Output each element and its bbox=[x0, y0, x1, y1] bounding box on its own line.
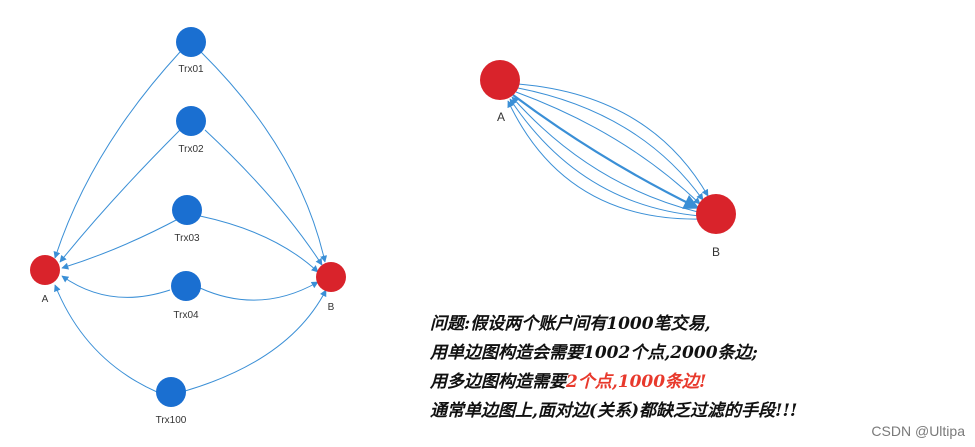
edge-trx03-to-a bbox=[61, 217, 181, 270]
right-account-a-node[interactable] bbox=[480, 60, 520, 100]
left-account-a-label: A bbox=[42, 294, 49, 305]
multi-edge-7 bbox=[507, 100, 703, 220]
edge-trx02-to-a bbox=[59, 129, 181, 263]
trx100-label: Trx100 bbox=[156, 415, 187, 426]
multi-edge-4 bbox=[512, 94, 700, 209]
edge-trx03-to-b bbox=[199, 215, 319, 273]
caption-line-3: 用多边图构造需要2个点,1000条边! bbox=[430, 367, 707, 392]
left-graph-edges bbox=[53, 51, 328, 393]
caption-line-3-highlight: 2个点,1000条边! bbox=[566, 372, 707, 392]
trx04-label: Trx04 bbox=[173, 310, 199, 321]
multi-edge-1 bbox=[517, 83, 709, 197]
trx100-node[interactable] bbox=[156, 377, 186, 407]
right-account-a-label: A bbox=[497, 110, 505, 124]
edge-trx100-to-b bbox=[184, 289, 327, 392]
edge-trx02-to-b bbox=[204, 129, 323, 266]
caption-line-4: 通常单边图上,面对边(关系)都缺乏过滤的手段!!! bbox=[430, 401, 798, 421]
trx02-node[interactable] bbox=[176, 106, 206, 136]
trx01-label: Trx01 bbox=[178, 64, 204, 75]
caption-line-1: 问题:假设两个账户间有1000笔交易, bbox=[430, 314, 711, 334]
caption-line-2: 用单边图构造会需要1002个点,2000条边; bbox=[430, 343, 758, 363]
trx04-node[interactable] bbox=[171, 271, 201, 301]
multi-edge-3 bbox=[515, 91, 701, 205]
edge-trx04-to-a bbox=[61, 275, 171, 298]
left-account-b-node[interactable] bbox=[316, 262, 346, 292]
trx03-label: Trx03 bbox=[174, 233, 200, 244]
multi-edge-2 bbox=[517, 87, 704, 201]
left-account-a-node[interactable] bbox=[30, 255, 60, 285]
left-account-b-label: B bbox=[328, 302, 335, 313]
multi-edge-6 bbox=[509, 98, 701, 217]
left-graph-nodes: Trx01 Trx02 Trx03 Trx04 Trx100 A B bbox=[30, 27, 346, 426]
trx01-node[interactable] bbox=[176, 27, 206, 57]
edge-trx100-to-a bbox=[54, 284, 158, 393]
trx02-label: Trx02 bbox=[178, 144, 204, 155]
right-account-b-label: B bbox=[712, 245, 720, 259]
multi-edge-5 bbox=[511, 96, 699, 213]
trx03-node[interactable] bbox=[172, 195, 202, 225]
right-graph-edges bbox=[507, 83, 709, 220]
edge-trx01-to-a bbox=[53, 51, 181, 259]
edge-trx04-to-b bbox=[199, 281, 319, 301]
right-graph-nodes: A B bbox=[480, 60, 736, 259]
edge-trx01-to-b bbox=[200, 51, 328, 263]
right-account-b-node[interactable] bbox=[696, 194, 736, 234]
watermark: CSDN @Ultipa bbox=[871, 423, 965, 439]
caption-line-3-prefix: 用多边图构造需要 bbox=[430, 372, 566, 392]
